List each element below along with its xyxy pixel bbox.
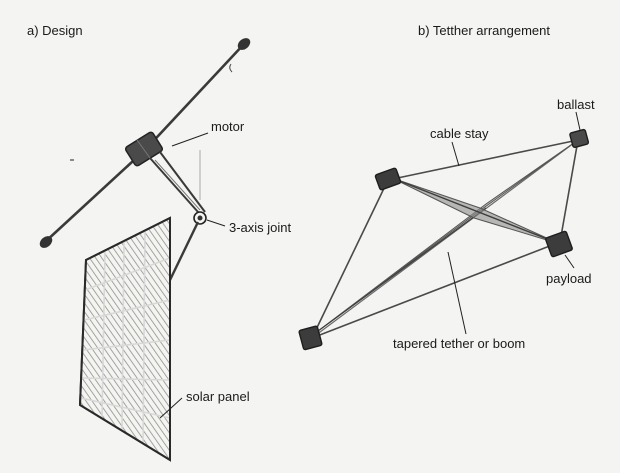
node-left-top [374,167,402,191]
cable-stay-leader [451,141,460,167]
cable-stay-bottom [311,241,561,339]
solar-panel-leader [159,397,183,419]
payload-node [545,230,573,258]
three-axis-joint [193,211,207,225]
strut-a [149,157,199,213]
ballast-label: ballast [557,97,595,112]
strut-b [159,151,206,213]
ballast-leader [575,111,581,131]
node-bottom-left [298,325,323,351]
panel-stem [168,221,200,281]
cable-stay-label: cable stay [430,126,489,141]
tether-drawing [298,111,590,351]
boom-lower [44,149,146,243]
lower-end-mass [39,236,53,248]
tether-label: tapered tether or boom [393,336,526,351]
tether-leader [447,251,467,335]
cable-stay-left [311,179,389,339]
panel-a-title: a) Design [27,23,83,38]
payload-label: payload [546,271,592,286]
ballast-node [569,128,590,149]
joint-leader [206,219,226,227]
payload-leader [564,254,575,269]
panel-b-title: b) Tetther arrangement [418,23,550,38]
solar-panel-label: solar panel [186,389,250,404]
design-drawing [39,38,251,462]
cable-stay-top [387,139,579,181]
boom-upper [144,43,245,151]
solar-panel-drawing [78,216,171,462]
upper-end-mass [237,38,251,50]
cable-stay-right [559,139,579,243]
motor-label: motor [211,119,245,134]
joint-label: 3-axis joint [229,220,292,235]
motor-leader [171,132,209,147]
